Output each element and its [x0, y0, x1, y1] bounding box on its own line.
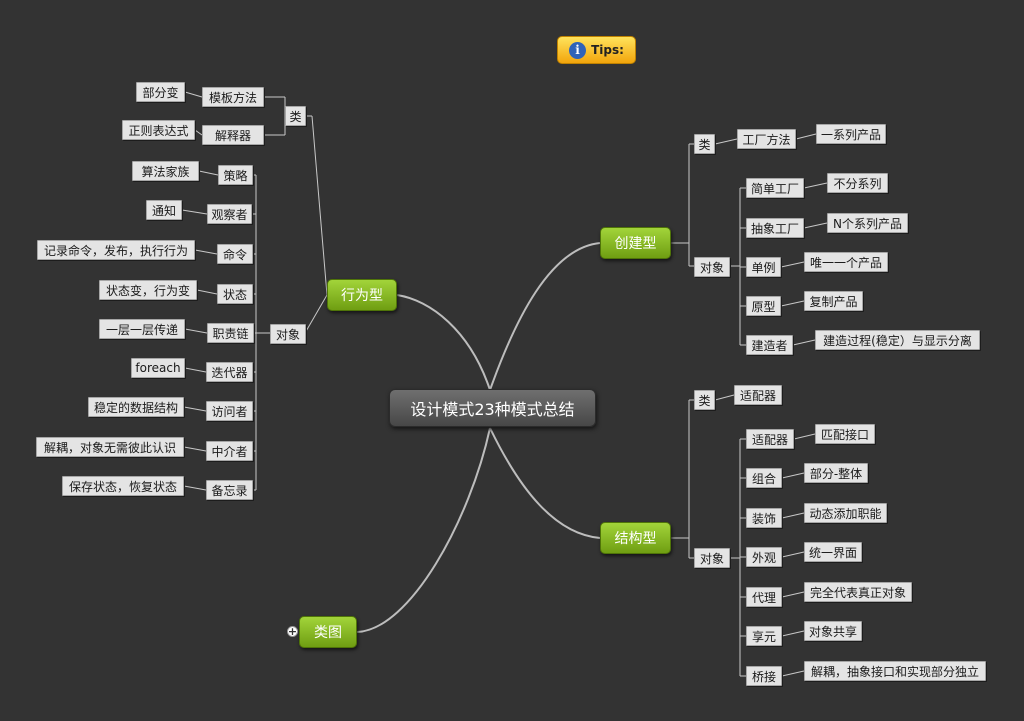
branch-structural[interactable]: 结构型: [600, 522, 671, 554]
creational-object-desc-connector-3: [780, 300, 805, 307]
behavioral-object-pattern-2[interactable]: 命令: [217, 244, 253, 264]
creational-class-desc-connector: [795, 133, 817, 140]
connector-behavioral-class: [311, 115, 328, 296]
behavioral-class-desc-connector-1: [194, 129, 203, 136]
behavioral-object-pattern-6[interactable]: 访问者: [206, 401, 253, 421]
structural-object-desc-connector-6: [781, 670, 805, 677]
behavioral-object-pattern-7[interactable]: 中介者: [206, 441, 253, 461]
creational-object-pattern-4[interactable]: 建造者: [746, 335, 793, 355]
behavioral-object-desc-1: 通知: [146, 200, 182, 220]
branch-class-diagram[interactable]: 类图: [299, 616, 357, 648]
connector-root-behavioral: [396, 294, 491, 391]
expand-plus-icon[interactable]: +: [287, 625, 298, 638]
behavioral-class-desc-0: 部分变: [136, 82, 185, 102]
behavioral-class-pattern-0[interactable]: 模板方法: [202, 87, 264, 107]
behavioral-object-desc-5: foreach: [131, 358, 185, 378]
structural-class-label[interactable]: 类: [694, 390, 715, 410]
behavioral-class-desc-1: 正则表达式: [122, 120, 195, 140]
branch-behavioral[interactable]: 行为型: [327, 279, 397, 311]
creational-object-desc-connector-0: [803, 182, 828, 189]
creational-object-desc-2: 唯一一个产品: [804, 252, 888, 272]
behavioral-class-label[interactable]: 类: [285, 106, 306, 126]
creational-object-pattern-2[interactable]: 单例: [746, 257, 781, 277]
behavioral-object-pattern-5[interactable]: 迭代器: [206, 362, 253, 382]
creational-class-pattern-0[interactable]: 工厂方法: [737, 129, 796, 149]
connector-root-classdiagram: [356, 427, 491, 633]
behavioral-class-pattern-1[interactable]: 解释器: [202, 125, 264, 145]
behavioral-object-pattern-4[interactable]: 职责链: [207, 323, 254, 343]
structural-object-desc-5: 对象共享: [804, 621, 862, 641]
tips-label: Tips:: [591, 43, 624, 57]
creational-object-desc-connector-4: [792, 339, 816, 346]
behavioral-object-desc-connector-5: [184, 367, 207, 373]
structural-object-pattern-6[interactable]: 桥接: [746, 666, 782, 686]
structural-object-desc-connector-3: [781, 551, 805, 558]
creational-object-desc-connector-2: [780, 261, 805, 268]
behavioral-object-label[interactable]: 对象: [270, 324, 306, 344]
behavioral-object-pattern-0[interactable]: 策略: [218, 165, 253, 185]
structural-object-desc-4: 完全代表真正对象: [804, 582, 912, 602]
tips-button[interactable]: i Tips:: [557, 36, 636, 64]
structural-object-pattern-4[interactable]: 代理: [746, 587, 782, 607]
creational-class-desc-0: 一系列产品: [816, 124, 886, 144]
structural-object-desc-connector-0: [793, 433, 816, 440]
structural-class-pattern-0[interactable]: 适配器: [734, 385, 782, 405]
structural-object-desc-connector-1: [781, 472, 805, 479]
root-node[interactable]: 设计模式23种模式总结: [389, 389, 596, 427]
behavioral-object-desc-7: 解耦，对象无需彼此认识: [36, 437, 184, 457]
structural-object-desc-6: 解耦，抽象接口和实现部分独立: [804, 661, 986, 681]
structural-object-desc-1: 部分-整体: [804, 463, 868, 483]
structural-object-pattern-1[interactable]: 组合: [746, 468, 782, 488]
behavioral-object-desc-connector-8: [183, 485, 207, 491]
structural-class-connector: [714, 394, 735, 401]
structural-object-pattern-5[interactable]: 享元: [746, 626, 782, 646]
branch-creational[interactable]: 创建型: [600, 227, 671, 259]
behavioral-object-desc-6: 稳定的数据结构: [88, 397, 184, 417]
behavioral-object-desc-connector-7: [183, 446, 207, 452]
behavioral-object-desc-connector-6: [183, 406, 207, 412]
behavioral-object-desc-4: 一层一层传递: [99, 319, 185, 339]
structural-object-pattern-3[interactable]: 外观: [746, 547, 782, 567]
behavioral-object-desc-connector-1: [181, 209, 208, 215]
behavioral-object-desc-3: 状态变，行为变: [99, 280, 197, 300]
structural-object-desc-0: 匹配接口: [815, 424, 875, 444]
creational-class-label[interactable]: 类: [694, 134, 715, 154]
creational-object-desc-3: 复制产品: [804, 291, 863, 311]
connector-root-structural: [489, 427, 601, 539]
behavioral-object-desc-8: 保存状态，恢复状态: [62, 476, 184, 496]
creational-object-pattern-1[interactable]: 抽象工厂: [746, 218, 804, 238]
structural-object-desc-3: 统一界面: [804, 542, 862, 562]
info-icon: i: [569, 41, 587, 59]
behavioral-object-desc-connector-3: [196, 289, 218, 295]
behavioral-object-desc-2: 记录命令，发布，执行行为: [37, 240, 195, 260]
connector-behavioral-object: [304, 294, 328, 334]
structural-object-pattern-2[interactable]: 装饰: [746, 508, 782, 528]
behavioral-class-desc-connector-0: [184, 91, 203, 98]
structural-object-label[interactable]: 对象: [694, 548, 730, 568]
creational-object-desc-connector-1: [803, 222, 828, 229]
behavioral-object-desc-connector-2: [194, 249, 218, 255]
creational-object-desc-0: 不分系列: [827, 173, 888, 193]
structural-object-desc-connector-2: [781, 512, 805, 519]
connector-root-creational: [489, 242, 601, 391]
structural-object-desc-connector-5: [781, 630, 805, 637]
creational-object-label[interactable]: 对象: [694, 257, 730, 277]
structural-object-desc-2: 动态添加职能: [804, 503, 887, 523]
behavioral-object-desc-connector-4: [184, 328, 208, 334]
structural-object-pattern-0[interactable]: 适配器: [746, 429, 794, 449]
creational-object-desc-1: N个系列产品: [827, 213, 908, 233]
behavioral-object-pattern-3[interactable]: 状态: [217, 284, 253, 304]
creational-object-desc-4: 建造过程(稳定）与显示分离: [815, 330, 980, 350]
creational-object-pattern-3[interactable]: 原型: [746, 296, 781, 316]
behavioral-object-desc-0: 算法家族: [132, 161, 199, 181]
behavioral-object-pattern-1[interactable]: 观察者: [207, 204, 252, 224]
behavioral-object-pattern-8[interactable]: 备忘录: [206, 480, 253, 500]
structural-object-desc-connector-4: [781, 591, 805, 598]
creational-class-connector: [714, 138, 738, 145]
behavioral-object-desc-connector-0: [198, 170, 219, 176]
creational-object-pattern-0[interactable]: 简单工厂: [746, 178, 804, 198]
